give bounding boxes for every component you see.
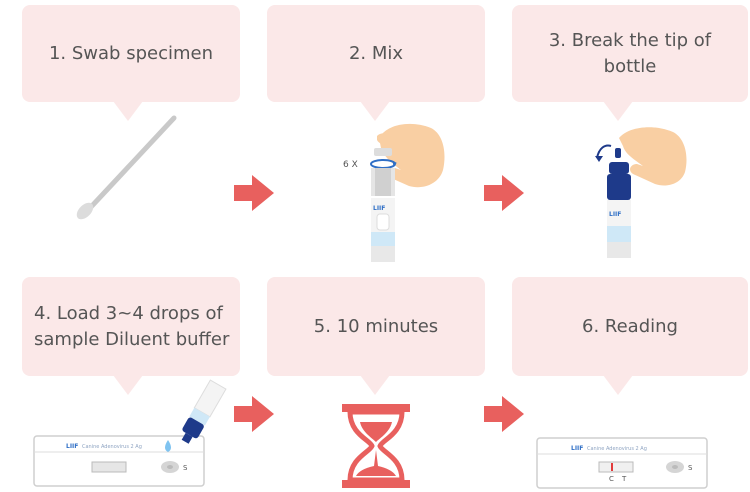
test-device-icon: LIIF Canine Adenovirus 2 Ag C T S [536,437,708,489]
step-6-bubble-tail [603,375,633,395]
reading-illustration: LIIF Canine Adenovirus 2 Ag C T S [536,437,708,489]
step-4-bubble: 4. Load 3~4 drops of sample Diluent buff… [22,277,240,376]
drop-icon [165,440,171,452]
hand-icon [619,127,687,186]
right-arrow-icon [484,175,524,211]
right-arrow-icon [234,396,274,432]
hourglass-icon [342,404,410,488]
step-6-label: 6. Reading [582,316,678,337]
hand-icon [377,123,445,188]
step-1-bubble: 1. Swab specimen [22,5,240,102]
device-product: Canine Adenovirus 2 Ag [587,446,647,452]
right-arrow-icon [484,396,524,432]
device-well-label: S [183,464,188,472]
tube-brand: LIIF [373,205,385,212]
step-4-bubble-tail [113,375,143,395]
device-brand: LIIF [571,445,583,452]
rotate-icon [596,144,612,159]
step-3-label: 3. Break the tip of bottle [548,29,712,77]
mix-illustration: 6 X LIIF [343,123,445,262]
test-mark-label: T [621,475,627,483]
repeat-label: 6 X [343,160,358,170]
device-brand: LIIF [66,443,78,450]
load-illustration: LIIF Canine Adenovirus 2 Ag S [33,379,227,487]
swab-icon [76,115,177,220]
step-4-label-line-2: sample Diluent buffer [34,328,230,350]
dropper-bottle-icon: LIIF [607,162,631,258]
device-product: Canine Adenovirus 2 Ag [82,444,142,450]
step-5-label: 5. 10 minutes [313,316,439,337]
step-3-bubble-tail [603,101,633,121]
test-device-icon: LIIF Canine Adenovirus 2 Ag S [33,435,205,487]
step-3-bubble: 3. Break the tip of bottle [512,5,748,102]
step-5-bubble: 5. 10 minutes [267,277,485,376]
dropper-bottle-icon [181,379,227,444]
right-arrow-icon [234,175,274,211]
rotate-icon [370,159,397,169]
step-4-label-line-1: 4. Load 3~4 drops of [34,302,223,324]
step-2-bubble: 2. Mix [267,5,485,102]
step-5-bubble-tail [360,375,390,395]
step-2-label: 2. Mix [348,42,404,64]
step-1-bubble-tail [113,101,143,121]
step-2-bubble-tail [360,101,390,121]
control-line [611,463,613,471]
control-mark-label: C [609,475,614,483]
tube-icon: LIIF [371,148,395,262]
break-tip-illustration: LIIF [595,127,687,258]
step-6-bubble: 6. Reading [512,277,748,376]
step-1-label: 1. Swab specimen [48,42,213,64]
device-well-label: S [688,464,693,472]
bottle-brand: LIIF [609,211,621,218]
